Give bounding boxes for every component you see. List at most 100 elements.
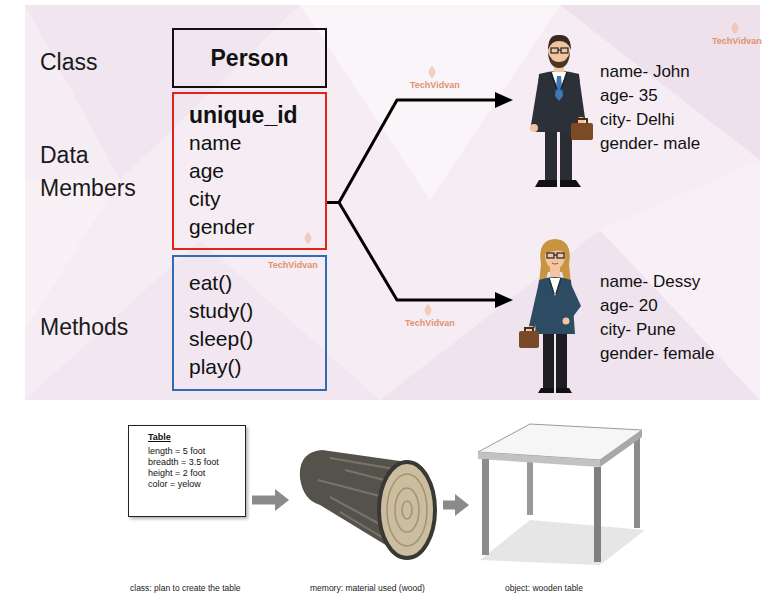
background-panel bbox=[300, 5, 560, 200]
watermark: TechVidvan bbox=[712, 36, 762, 47]
connectors bbox=[252, 100, 495, 505]
class-name: Person bbox=[211, 44, 289, 72]
class-box: Person bbox=[172, 28, 327, 88]
object-attribute: age- 20 bbox=[600, 294, 658, 318]
wood-log bbox=[379, 462, 435, 558]
data-members-box: unique_idnameagecitygender bbox=[172, 92, 327, 250]
background-panel bbox=[600, 160, 760, 400]
wood-log bbox=[387, 474, 427, 546]
plan-note: Table length = 5 footbreadth = 3.5 foothe… bbox=[128, 425, 246, 517]
watermark-logo bbox=[732, 22, 739, 34]
wood-log: memory: material used (wood) bbox=[293, 447, 437, 563]
wooden-table bbox=[600, 430, 642, 467]
man-figure bbox=[531, 76, 545, 126]
note-line: breadth = 3.5 foot bbox=[148, 457, 219, 468]
object-dessy: name- Dessyage- 20city- Punegender- fema… bbox=[515, 230, 755, 400]
data-member: gender bbox=[189, 213, 254, 241]
wood-log bbox=[395, 488, 419, 532]
background-panel bbox=[560, 5, 760, 160]
woman-figure bbox=[519, 331, 539, 348]
man-figure bbox=[551, 48, 558, 53]
watermark-logo bbox=[305, 22, 739, 316]
instance-arrow bbox=[327, 100, 495, 203]
background-panel bbox=[25, 180, 120, 330]
object-attribute: city- Delhi bbox=[600, 108, 675, 132]
row-label: Methods bbox=[40, 311, 128, 344]
method-name: study() bbox=[189, 297, 253, 325]
woman-figure bbox=[543, 334, 554, 388]
caption: memory: material used (wood) bbox=[310, 583, 425, 594]
woman-figure bbox=[564, 282, 581, 322]
note-heading: Table bbox=[148, 432, 171, 443]
woman-figure bbox=[556, 334, 567, 388]
data-member: name bbox=[189, 129, 242, 157]
man-figure bbox=[551, 72, 567, 90]
method-name: play() bbox=[189, 353, 242, 381]
data-member: unique_id bbox=[189, 101, 298, 129]
man-figure bbox=[530, 35, 593, 187]
woman-figure bbox=[563, 318, 570, 325]
man-figure bbox=[530, 124, 538, 132]
man-figure bbox=[577, 119, 587, 123]
background-panel bbox=[25, 5, 760, 400]
woman-figure bbox=[529, 282, 545, 328]
watermark-logo bbox=[429, 66, 436, 78]
watermark-logo bbox=[425, 304, 432, 316]
watermark: TechVidvan bbox=[410, 80, 460, 91]
object-attribute: age- 35 bbox=[600, 84, 658, 108]
wood-log bbox=[300, 450, 435, 558]
woman-figure bbox=[554, 254, 557, 255]
row-label: Data Members bbox=[40, 139, 155, 205]
caption: object: wooden table bbox=[505, 583, 583, 594]
man-figure bbox=[571, 123, 593, 140]
caption: class: plan to create the table bbox=[130, 583, 241, 594]
wooden-table bbox=[594, 467, 601, 562]
woman-figure bbox=[552, 263, 558, 264]
object-attribute: name- Dessy bbox=[600, 270, 700, 294]
man-figure bbox=[560, 180, 581, 187]
note-line: color = yelow bbox=[148, 479, 201, 490]
background-panel bbox=[25, 5, 760, 400]
object-attribute: city- Pune bbox=[600, 318, 676, 342]
process-arrow bbox=[443, 501, 455, 510]
data-member: city bbox=[189, 185, 221, 213]
woman-figure bbox=[544, 242, 566, 254]
woman-figure bbox=[547, 253, 554, 258]
wooden-table bbox=[478, 452, 600, 467]
wooden-table bbox=[634, 436, 640, 528]
man-figure bbox=[560, 128, 572, 180]
note-line: length = 5 foot bbox=[148, 446, 205, 457]
watermark-logo bbox=[305, 232, 312, 244]
wooden-table bbox=[478, 424, 645, 565]
woman-figure bbox=[557, 253, 564, 258]
wooden-table bbox=[480, 520, 645, 565]
method-name: eat() bbox=[189, 269, 232, 297]
man-figure bbox=[535, 180, 557, 187]
man-figure bbox=[558, 49, 561, 50]
background-panel bbox=[25, 240, 380, 400]
woman-figure bbox=[549, 278, 561, 294]
method-name: sleep() bbox=[189, 325, 253, 353]
woman-figure bbox=[556, 388, 572, 393]
process-arrow bbox=[252, 496, 275, 505]
object-attribute: gender- male bbox=[600, 132, 700, 156]
object-attribute: name- John bbox=[600, 60, 690, 84]
man-figure bbox=[572, 76, 585, 120]
wooden-table bbox=[482, 459, 489, 555]
data-member: age bbox=[189, 157, 224, 185]
watermark: TechVidvan bbox=[405, 318, 455, 329]
woman-figure bbox=[519, 239, 581, 393]
man-figure bbox=[548, 52, 570, 68]
row-label: Class bbox=[40, 46, 98, 79]
wood-log bbox=[402, 501, 412, 519]
object-attribute: gender- female bbox=[600, 342, 714, 366]
note-line: height = 2 foot bbox=[148, 468, 205, 479]
woman-figure bbox=[549, 278, 561, 296]
man-figure bbox=[561, 48, 568, 53]
methods-box: eat()study()sleep()play() bbox=[172, 255, 327, 391]
wooden-table: object: wooden table bbox=[473, 418, 643, 563]
